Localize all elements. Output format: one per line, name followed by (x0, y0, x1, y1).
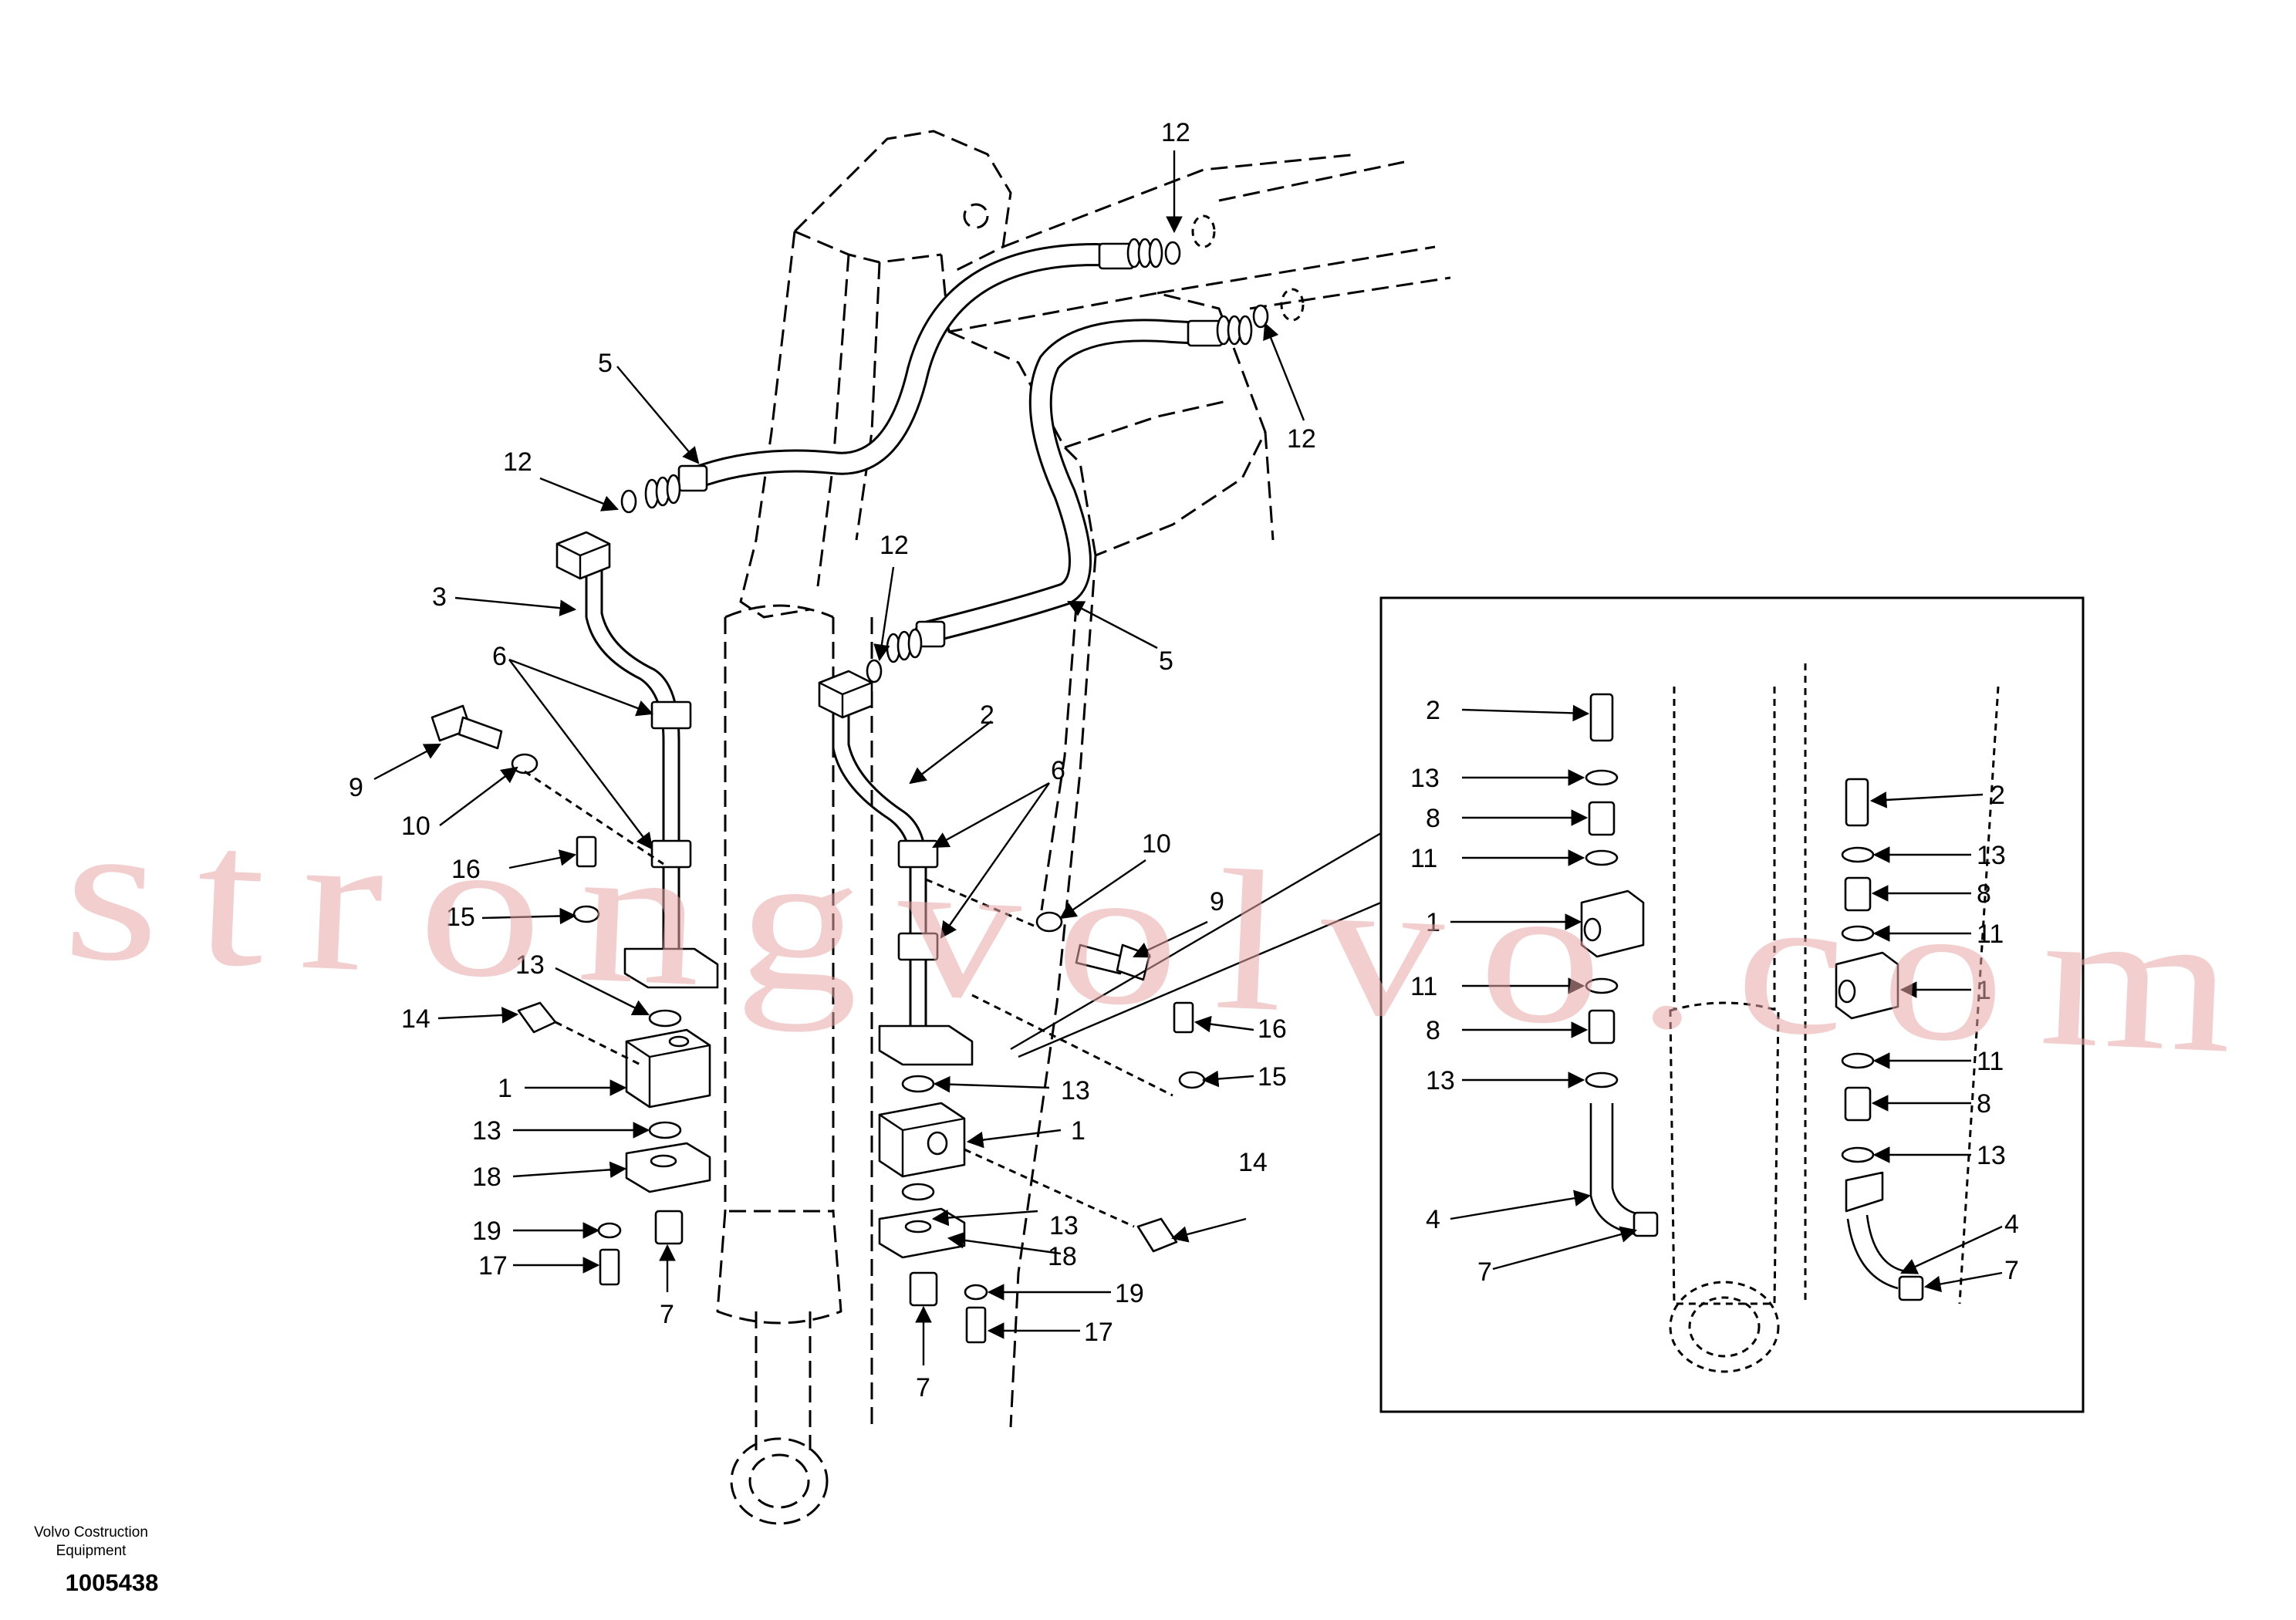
pipe-2 (818, 670, 974, 1066)
callout-5: 5 (1159, 646, 1173, 676)
callout-13: 13 (1049, 1211, 1079, 1240)
inset-callout-8: 8 (1426, 804, 1440, 833)
callout-12: 12 (1161, 118, 1190, 147)
callout-16: 16 (451, 855, 481, 884)
inset-callout-7: 7 (2004, 1256, 2019, 1285)
detail-inset (1010, 596, 2085, 1413)
brand-block: Volvo Costruction Equipment 1005438 (34, 1524, 158, 1596)
inset-callout-2: 2 (1426, 696, 1440, 725)
inset-callout-8: 8 (1426, 1016, 1440, 1045)
hose-5-upper (677, 242, 1138, 492)
inset-callout-4: 4 (2004, 1210, 2019, 1239)
brand-line-1: Volvo Costruction (34, 1524, 148, 1541)
callout-12: 12 (1287, 424, 1316, 454)
callouts-inset-left: 2 13 8 11 1 11 8 13 4 7 (1410, 696, 1492, 1287)
brand-line-2: Equipment (56, 1543, 127, 1559)
inset-callout-13: 13 (1426, 1066, 1455, 1095)
callout-1: 1 (498, 1074, 512, 1103)
inset-callout-8: 8 (1977, 1089, 1991, 1119)
callout-9: 9 (349, 773, 363, 802)
callout-5: 5 (598, 349, 613, 378)
callout-12: 12 (880, 531, 909, 560)
inset-callout-11: 11 (1977, 1047, 2004, 1076)
callout-19: 19 (1115, 1279, 1144, 1308)
callout-10: 10 (401, 812, 430, 841)
callout-17: 17 (478, 1251, 508, 1281)
inset-callout-13: 13 (1977, 1141, 2006, 1170)
hose-end-fittings (620, 214, 1305, 683)
callout-18: 18 (1048, 1242, 1077, 1271)
callout-19: 19 (472, 1217, 501, 1246)
callout-6: 6 (492, 642, 507, 671)
pipe-3 (555, 531, 719, 989)
callout-7: 7 (916, 1373, 930, 1402)
inset-callout-8: 8 (1977, 879, 1991, 909)
callout-18: 18 (472, 1163, 501, 1192)
hose-5-lower (914, 319, 1224, 648)
callout-17: 17 (1084, 1318, 1113, 1347)
inset-callout-11: 11 (1410, 844, 1437, 873)
callout-1: 1 (1071, 1116, 1086, 1146)
inset-callout-13: 13 (1410, 764, 1440, 793)
inset-callout-7: 7 (1477, 1257, 1492, 1287)
leader-lines (373, 150, 2003, 1365)
inset-callout-13: 13 (1977, 841, 2006, 870)
inset-callout-11: 11 (1410, 972, 1437, 1001)
callout-13: 13 (472, 1116, 501, 1146)
callout-14: 14 (1238, 1148, 1268, 1177)
callout-14: 14 (401, 1004, 430, 1034)
inset-callout-4: 4 (1426, 1205, 1440, 1234)
callout-10: 10 (1142, 829, 1171, 859)
callout-7: 7 (660, 1300, 674, 1329)
callout-3: 3 (432, 582, 447, 612)
callout-13: 13 (515, 950, 545, 980)
inset-callout-1: 1 (1426, 908, 1440, 937)
callout-15: 15 (446, 903, 475, 932)
inset-callout-2: 2 (1990, 781, 2005, 810)
callout-2: 2 (980, 700, 994, 730)
inset-callout-1: 1 (1977, 976, 1991, 1005)
inset-callout-11: 11 (1977, 920, 2004, 949)
callout-13: 13 (1061, 1076, 1090, 1105)
valve-assembly-center (878, 878, 1206, 1344)
callout-16: 16 (1258, 1014, 1287, 1044)
callout-12: 12 (503, 447, 532, 477)
callouts-inset-right: 2 13 8 11 1 11 8 13 4 7 (1977, 781, 2019, 1285)
callout-9: 9 (1210, 887, 1224, 916)
cylinder-phantom (716, 604, 873, 1525)
callouts-main: 12 12 12 12 5 5 3 2 6 6 9 9 10 10 16 16 … (349, 118, 1316, 1402)
callout-6: 6 (1051, 756, 1065, 785)
document-number: 1005438 (66, 1569, 159, 1596)
callout-15: 15 (1258, 1062, 1287, 1092)
